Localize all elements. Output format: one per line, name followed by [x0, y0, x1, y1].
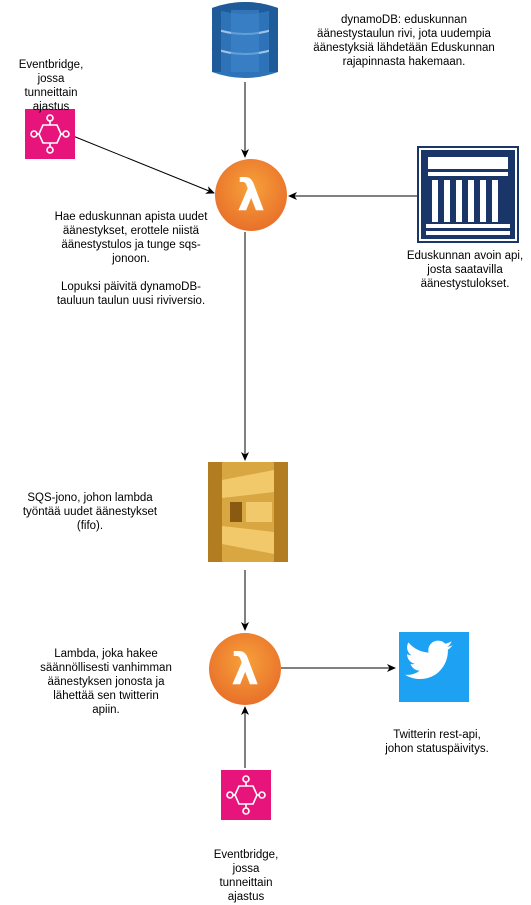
- lambda-top-label: Hae eduskunnan apista uudet äänestykset,…: [54, 211, 208, 307]
- lambda-glyph-top: λ: [237, 170, 265, 221]
- eventbridge-top-label: Eventbridge, jossa tunneittain ajastus: [18, 59, 84, 113]
- dynamodb-label: dynamoDB: eduskunnan äänestystaulun rivi…: [313, 14, 495, 68]
- parliament-building-icon[interactable]: [417, 146, 519, 243]
- edge-eventbridge-top-to-lambda-top: [72, 135, 215, 194]
- sqs-label: SQS-jono, johon lambda työntää uudet ään…: [22, 492, 158, 532]
- sqs-icon[interactable]: [208, 462, 288, 562]
- lambda-glyph-bottom: λ: [231, 644, 259, 695]
- eventbridge-icon-bottom[interactable]: [221, 770, 271, 820]
- twitter-label: Twitterin rest-api, johon statuspäivitys…: [385, 729, 489, 755]
- twitter-bird-icon[interactable]: [399, 632, 469, 702]
- lambda-bottom-label: Lambda, joka hakee säännöllisesti vanhim…: [40, 648, 172, 716]
- eventbridge-icon-top[interactable]: [25, 109, 75, 159]
- dynamodb-icon[interactable]: [211, 2, 279, 78]
- parliament-api-label: Eduskunnan avoin api, josta saatavilla ä…: [406, 250, 524, 290]
- edges: [72, 82, 418, 768]
- eventbridge-bottom-label: Eventbridge, jossa tunneittain ajastus: [213, 849, 279, 903]
- lambda-icon-top[interactable]: λ: [215, 159, 287, 231]
- lambda-icon-bottom[interactable]: λ: [209, 633, 281, 705]
